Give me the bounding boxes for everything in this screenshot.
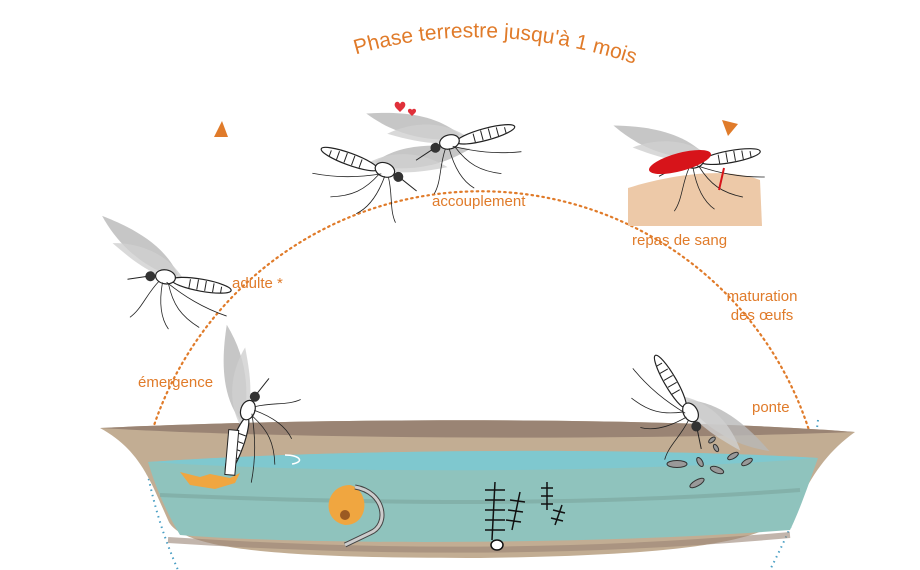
eggs [666, 436, 753, 489]
label-maturation-line1: maturation [726, 288, 798, 305]
ripple-left [284, 454, 301, 465]
arrow-left-icon [214, 121, 228, 137]
title-arc-text: Phase terrestre jusqu'à 1 mois [351, 19, 640, 68]
hearts-icon [394, 101, 417, 116]
label-emergence: émergence [138, 374, 214, 391]
cycle-arc [146, 190, 814, 447]
larvae [485, 481, 566, 551]
label-ponte: ponte [752, 399, 790, 416]
skin [628, 173, 762, 226]
label-accouplement: accouplement [432, 193, 526, 210]
pupa [328, 484, 385, 548]
label-repas-de-sang: repas de sang [632, 232, 728, 249]
exuvia [180, 472, 240, 489]
label-maturation: maturation des œufs [712, 287, 812, 325]
arrow-right-icon [722, 120, 738, 136]
label-adulte: adulte * [232, 275, 283, 292]
label-maturation-line2: des œufs [730, 307, 794, 324]
mosquito-adult [84, 215, 241, 340]
